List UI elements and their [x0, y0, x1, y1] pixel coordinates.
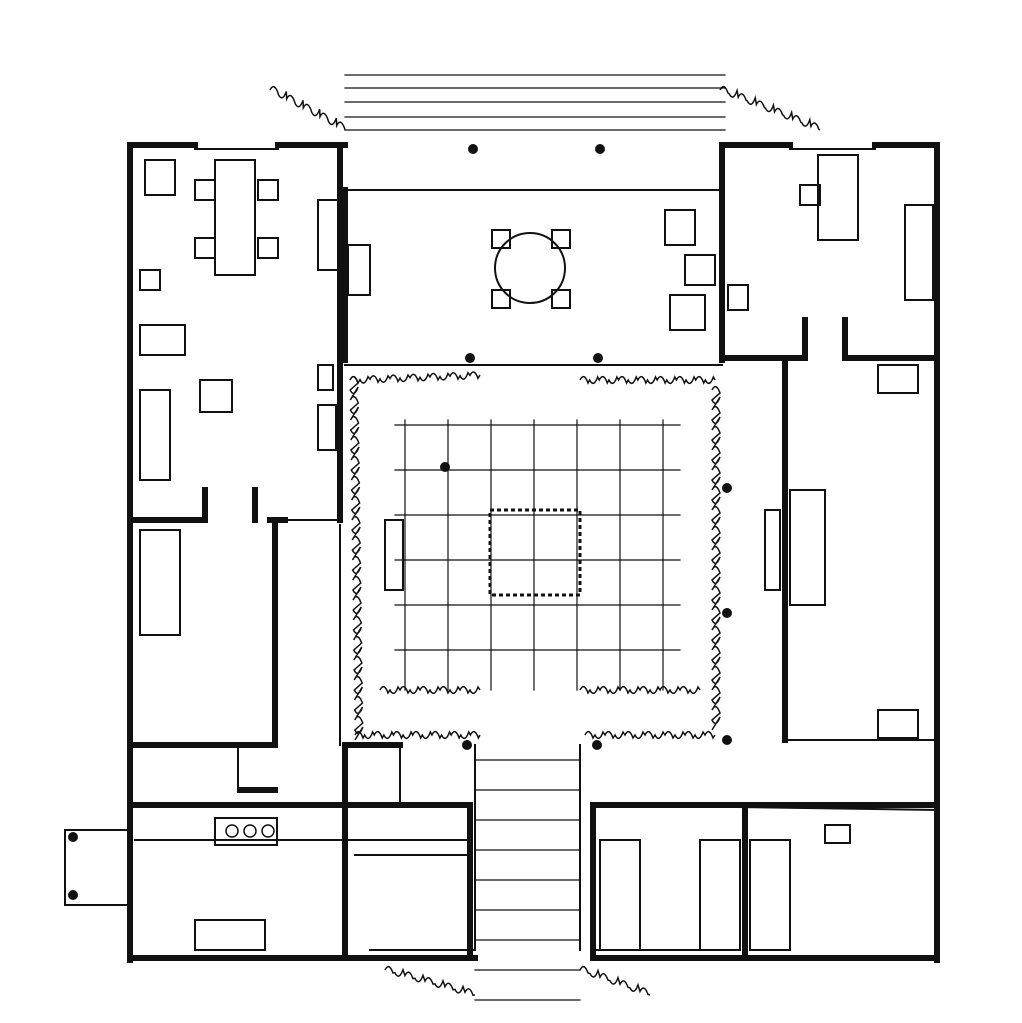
column: [465, 353, 475, 363]
shrub: [379, 685, 481, 695]
column: [595, 144, 605, 154]
column: [468, 144, 478, 154]
shelf: [877, 364, 919, 394]
stool: [139, 269, 161, 291]
chair: [194, 237, 216, 259]
column: [68, 832, 78, 842]
bed: [139, 529, 181, 636]
shrub: [384, 965, 476, 997]
armchair: [669, 294, 706, 331]
central-planter: [488, 508, 582, 597]
counter: [194, 919, 266, 951]
shrub: [719, 85, 821, 131]
burner: [243, 824, 257, 838]
chair: [551, 229, 571, 249]
columns: [68, 144, 732, 900]
cabinet: [317, 199, 339, 271]
chair: [491, 229, 511, 249]
entry-step: [64, 829, 131, 906]
cabinet: [749, 839, 791, 951]
armchair: [199, 379, 233, 413]
round-table: [494, 232, 566, 304]
shrubs: [269, 85, 821, 997]
shrub: [579, 685, 701, 695]
chair: [257, 237, 279, 259]
burner: [225, 824, 239, 838]
column: [462, 740, 472, 750]
desk: [139, 324, 186, 356]
cabinet: [317, 364, 334, 391]
cabinet: [317, 404, 337, 451]
cabinet: [347, 244, 371, 296]
column: [68, 890, 78, 900]
shelf: [877, 709, 919, 739]
desk: [817, 154, 859, 241]
cabinet: [699, 839, 741, 951]
armchair: [684, 254, 716, 286]
shrub: [711, 385, 721, 731]
shrub: [584, 730, 716, 740]
furniture: [64, 154, 934, 951]
thin-lines: [134, 74, 939, 1001]
chair: [257, 179, 279, 201]
sink: [824, 824, 851, 844]
shrub: [269, 85, 346, 131]
stool: [727, 284, 749, 311]
bed: [904, 204, 934, 301]
chair: [194, 179, 216, 201]
shrub: [579, 375, 716, 385]
chair: [491, 289, 511, 309]
column: [722, 483, 732, 493]
cabinet: [599, 839, 641, 951]
column: [593, 353, 603, 363]
chair: [799, 184, 821, 206]
bench: [384, 519, 404, 591]
shrub: [349, 371, 481, 385]
armchair: [144, 159, 176, 196]
burner: [261, 824, 275, 838]
stove: [214, 817, 278, 846]
column: [722, 735, 732, 745]
column: [592, 740, 602, 750]
bench: [764, 509, 781, 591]
shrub: [579, 965, 651, 996]
column: [440, 462, 450, 472]
armchair: [664, 209, 696, 246]
column: [722, 608, 732, 618]
sofa: [139, 389, 171, 481]
bed: [789, 489, 826, 606]
shrub: [349, 375, 364, 741]
shrub: [354, 730, 481, 740]
dining-table: [214, 159, 256, 276]
chair: [551, 289, 571, 309]
thin-line: [598, 803, 939, 812]
